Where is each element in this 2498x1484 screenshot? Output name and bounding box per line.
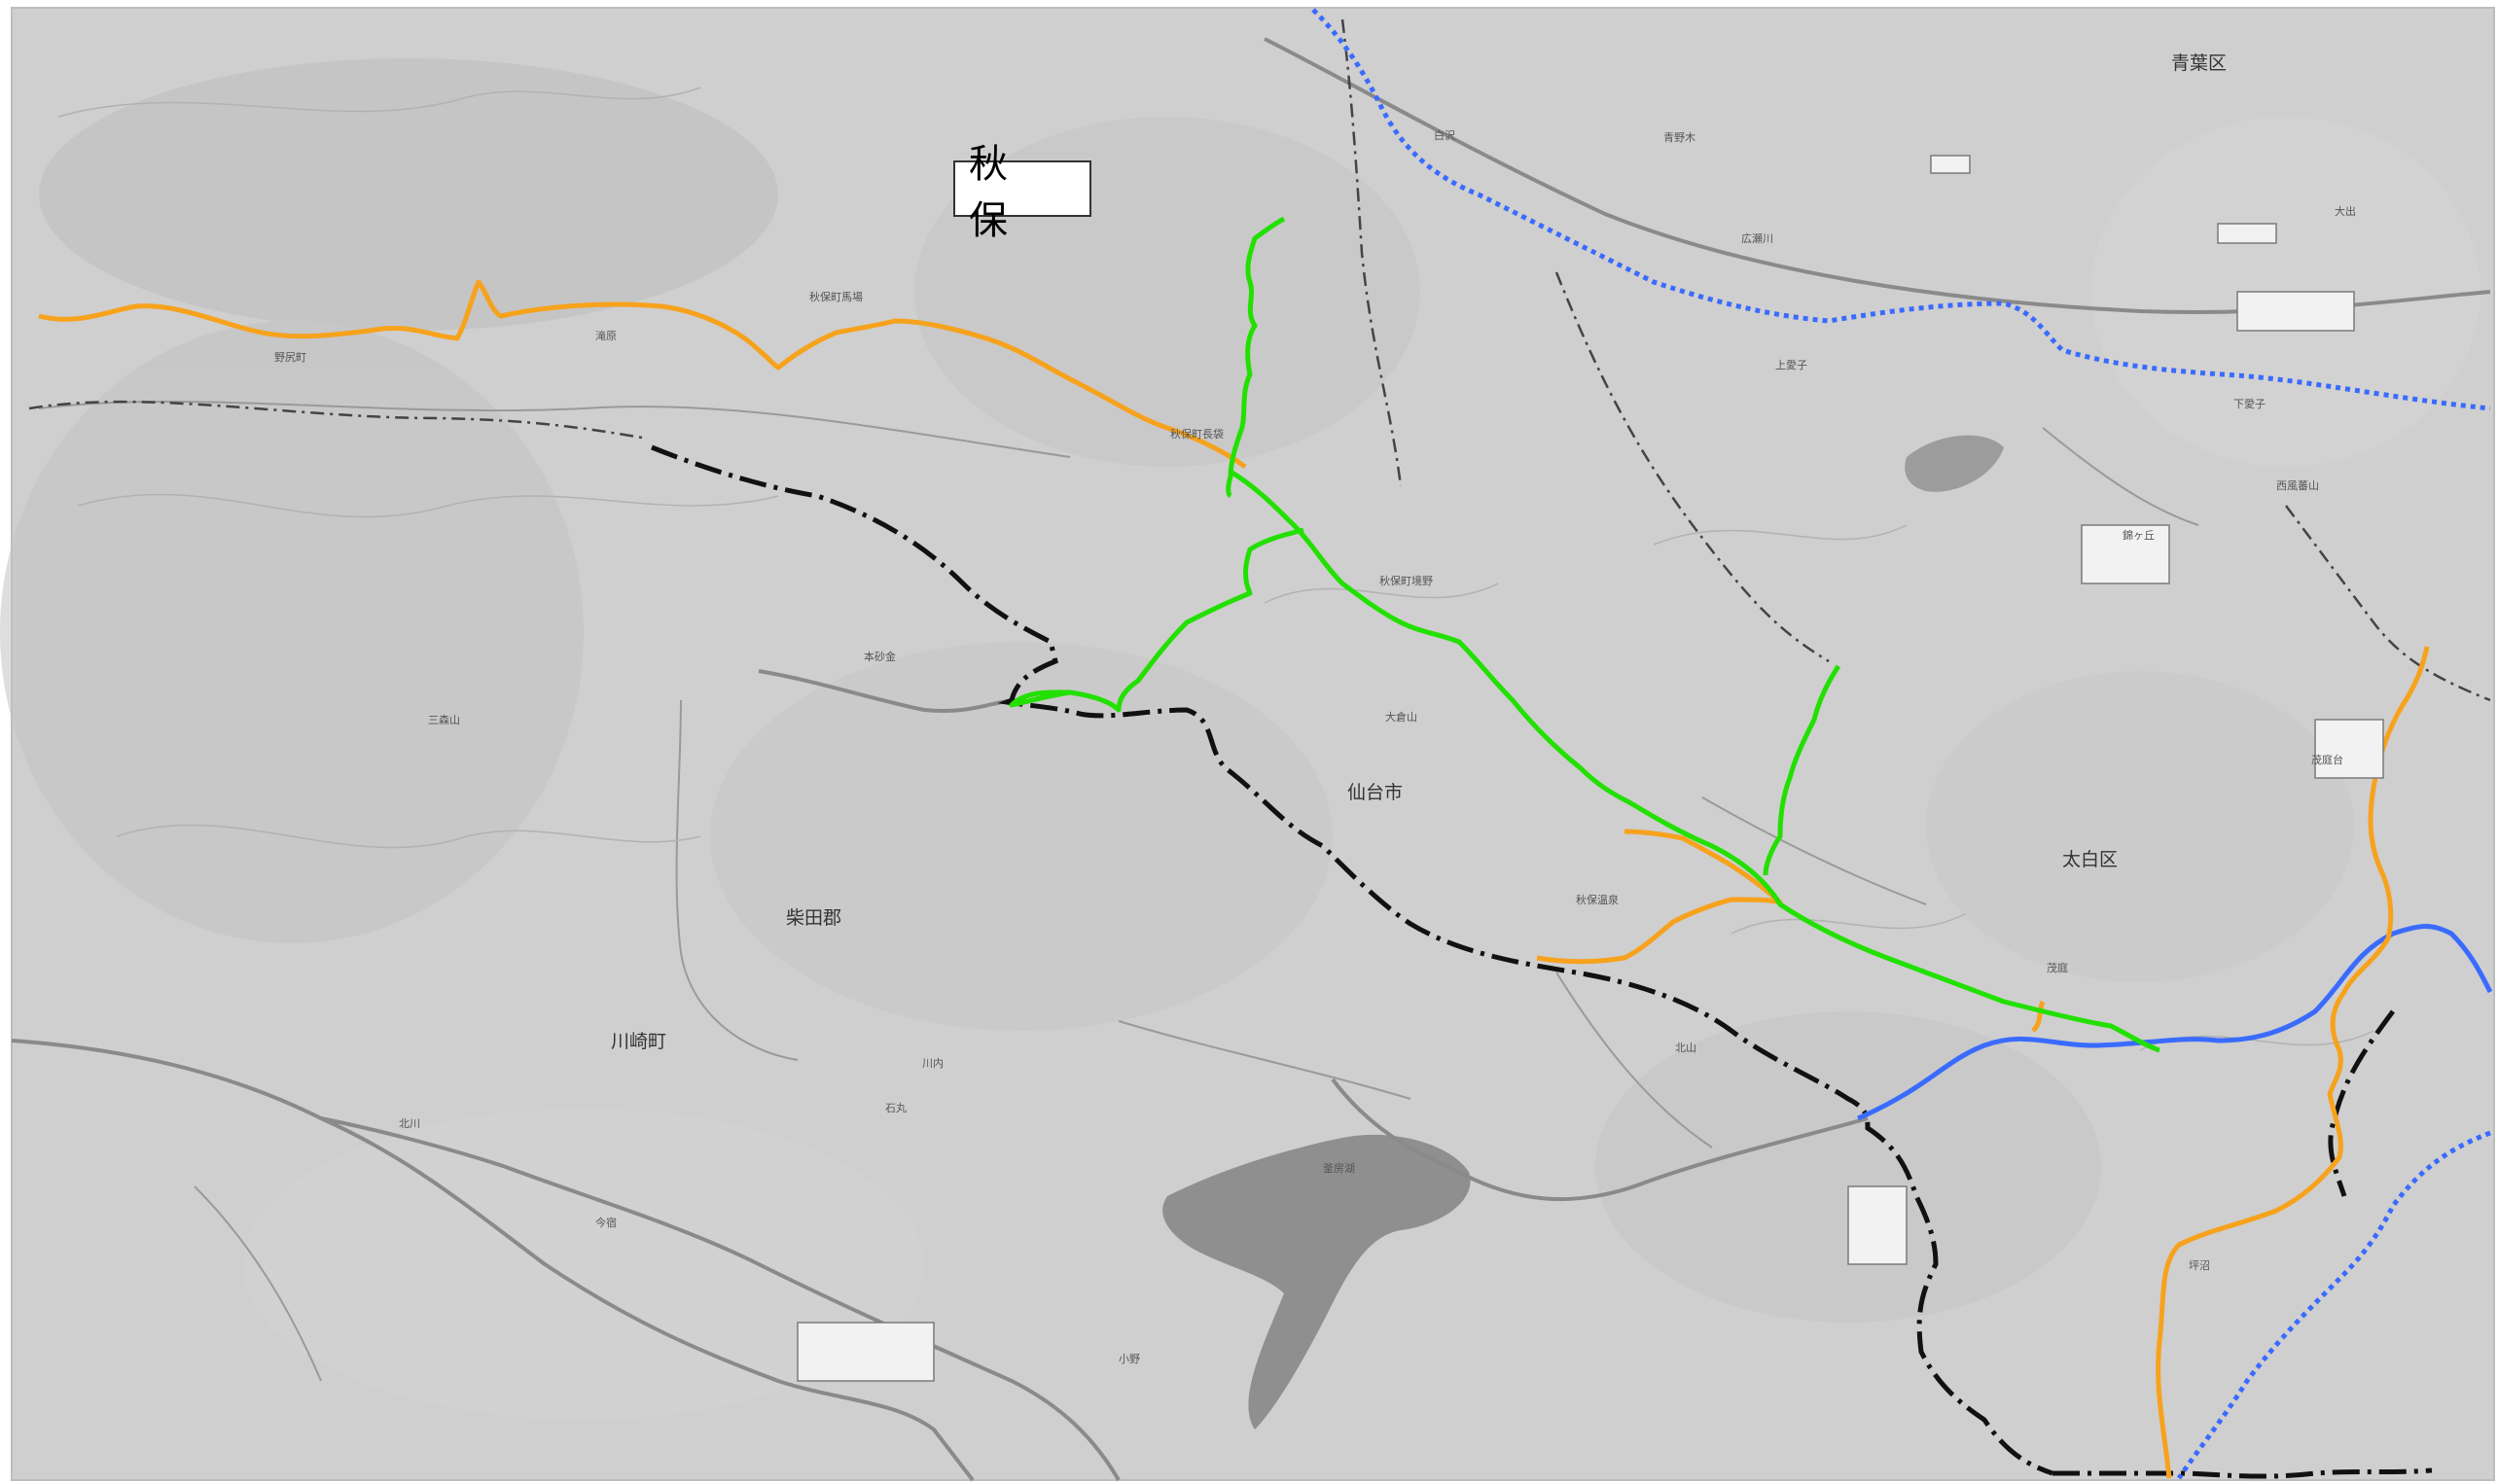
label-sendai-shi: 仙台市 bbox=[1347, 782, 1404, 803]
label-shirasawa: 白沢 bbox=[1434, 129, 1455, 142]
label-akiu-onsen: 秋保温泉 bbox=[1576, 894, 1619, 906]
green-route-west bbox=[1009, 527, 1304, 713]
label-ono: 小野 bbox=[1119, 1353, 1140, 1365]
label-moniwa: 茂庭 bbox=[2047, 962, 2068, 974]
label-kawasaki-machi: 川崎町 bbox=[611, 1031, 667, 1052]
orange-route-south bbox=[1536, 829, 1783, 965]
rail-southeast bbox=[2176, 1130, 2491, 1480]
rail-senzan-north bbox=[1311, 8, 2491, 411]
orange-route-spur bbox=[2031, 1000, 2046, 1033]
green-routes bbox=[1009, 216, 2160, 1053]
label-hirosegawa: 広瀬川 bbox=[1741, 232, 1773, 245]
river-hirose bbox=[1857, 924, 2493, 1121]
orange-route-north bbox=[38, 279, 1247, 470]
label-takiharu: 滝原 bbox=[595, 330, 617, 342]
label-ogura: 大倉山 bbox=[1385, 711, 1417, 724]
label-motosunagane: 本砂金 bbox=[864, 651, 896, 663]
region-label-akiu: 秋 保 bbox=[953, 142, 1091, 243]
label-kamagafuchi: 釜房湖 bbox=[1323, 1162, 1355, 1175]
orange-routes bbox=[38, 279, 2430, 1479]
label-shimoaiko: 下愛子 bbox=[2233, 398, 2266, 410]
label-kitagawa: 北川 bbox=[399, 1117, 420, 1130]
label-nagamachi: 坪沼 bbox=[2189, 1259, 2210, 1272]
label-oyama: 北山 bbox=[1675, 1042, 1696, 1054]
orange-route-east bbox=[2156, 646, 2430, 1479]
admin-boundary bbox=[651, 444, 2433, 1479]
label-kawauchi: 川内 bbox=[922, 1057, 944, 1070]
municipal-boundary bbox=[28, 18, 2491, 702]
green-route-main bbox=[1229, 469, 2160, 1053]
pond-north bbox=[1905, 435, 2004, 492]
label-aoba-ku: 青葉区 bbox=[2171, 53, 2228, 74]
label-gogo: 錦ヶ丘 bbox=[2123, 529, 2155, 542]
label-oide: 大出 bbox=[2335, 205, 2356, 218]
label-akiu-baba: 秋保町馬場 bbox=[809, 291, 863, 303]
minor-roads bbox=[38, 400, 2199, 1382]
label-aomoriki: 青野木 bbox=[1663, 131, 1695, 144]
green-route-east-branch bbox=[1763, 664, 1841, 876]
label-ishimaru: 石丸 bbox=[885, 1102, 907, 1114]
label-akiu-yumoto: 秋保町境野 bbox=[1379, 575, 1433, 587]
lake-kamafusa bbox=[1162, 1134, 1471, 1430]
label-akiu-nagafukuro: 秋保町長袋 bbox=[1170, 428, 1224, 441]
label-taihaku-ku: 太白区 bbox=[2062, 849, 2119, 870]
label-imajuku: 今宿 bbox=[595, 1217, 617, 1229]
label-mitsumori: 三森山 bbox=[428, 714, 460, 726]
contour-lines bbox=[57, 87, 2374, 1051]
label-nozoe: 野尻町 bbox=[274, 351, 306, 364]
label-moniwadai: 茂庭台 bbox=[2311, 754, 2343, 766]
label-kamiaiko: 上愛子 bbox=[1775, 359, 1807, 371]
label-nishi-kazusa: 西風蕃山 bbox=[2276, 479, 2319, 492]
urban-blocks bbox=[797, 155, 2384, 1382]
label-shibata-gun: 柴田郡 bbox=[786, 907, 842, 929]
relief-shading bbox=[0, 58, 2480, 1420]
map-frame bbox=[11, 7, 2495, 1481]
